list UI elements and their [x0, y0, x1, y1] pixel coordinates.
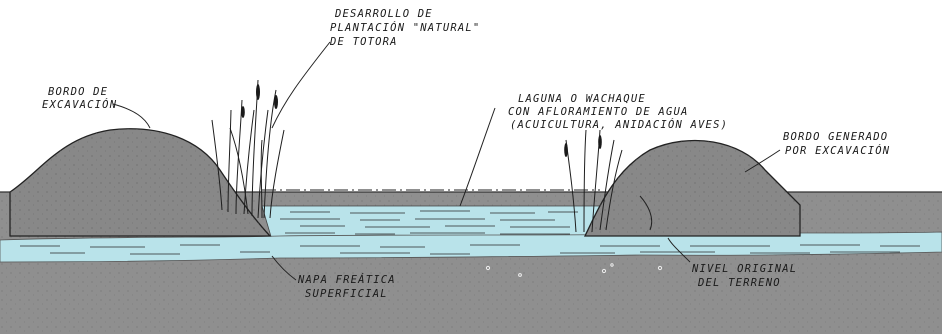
reed-heads-left [241, 84, 278, 118]
label-ground-level-2: DEL TERRENO [697, 277, 781, 289]
leader-lines [112, 41, 781, 281]
label-water-table-1: NAPA FREÁTICA [297, 273, 396, 286]
label-plantation-3: DE TOTORA [329, 36, 398, 48]
label-ground-level-1: NIVEL ORIGINAL [691, 263, 797, 275]
label-right-berm-1: BORDO GENERADO [783, 131, 888, 143]
water-hatching [20, 210, 920, 255]
ground-pebbles [485, 263, 663, 277]
water-table-band [0, 231, 942, 263]
label-lagoon-3: (ACUICULTURA, ANIDACIÓN AVES) [510, 118, 728, 131]
label-left-berm-1: BORDO DE [48, 86, 108, 98]
label-plantation-2: PLANTACIÓN "NATURAL" [330, 21, 480, 34]
label-plantation-1: DESARROLLO DE [334, 8, 433, 20]
label-lagoon-2: CON AFLORAMIENTO DE AGUA [508, 106, 689, 118]
label-left-berm-2: EXCAVACIÓN [42, 98, 117, 111]
reed-heads-right [564, 135, 602, 157]
label-lagoon-1: LAGUNA O WACHAQUE [518, 93, 646, 105]
label-water-table-2: SUPERFICIAL [305, 288, 388, 300]
label-right-berm-2: POR EXCAVACIÓN [785, 144, 890, 157]
